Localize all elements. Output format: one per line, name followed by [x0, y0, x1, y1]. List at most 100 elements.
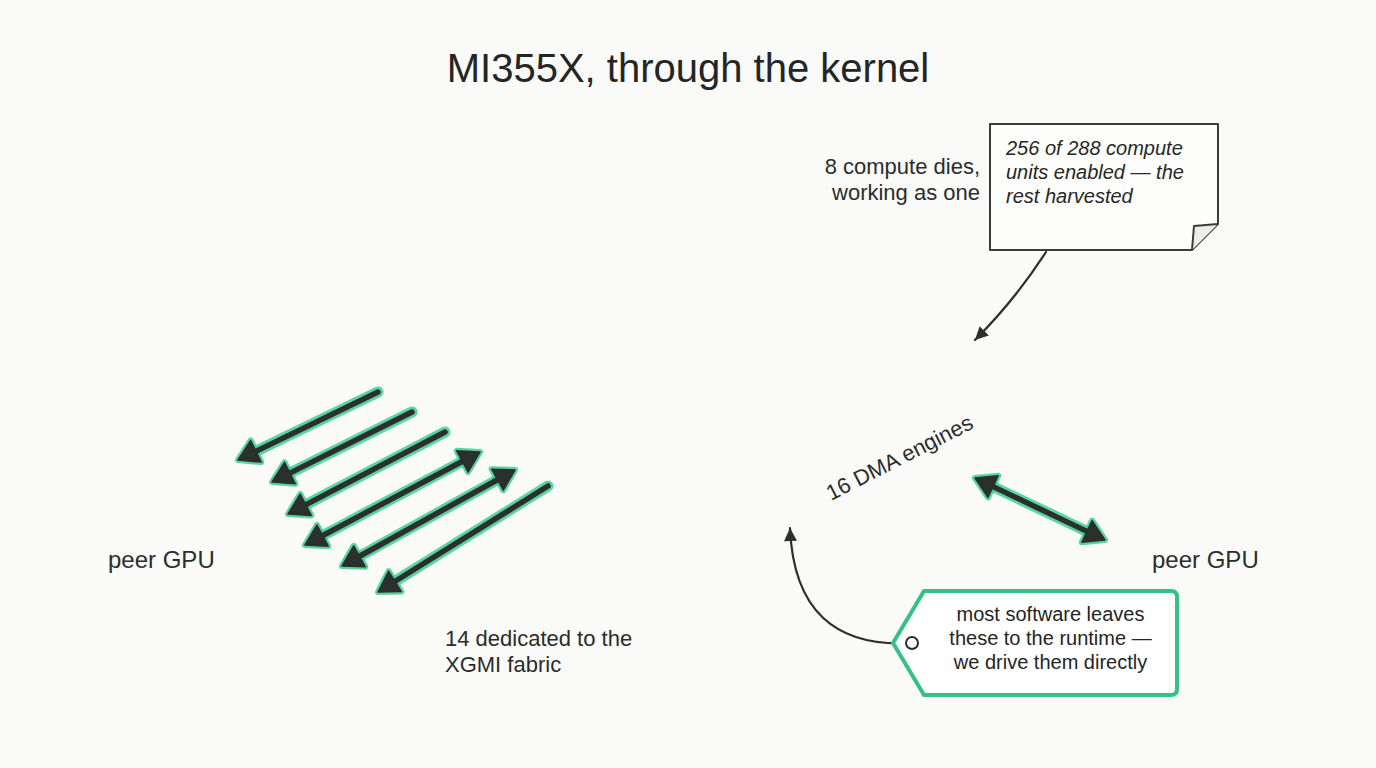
- dma-engine: [379, 327, 410, 345]
- arrow-shaft: [989, 485, 1090, 533]
- dma-engine-side: [596, 426, 627, 441]
- gear-symbol: [735, 491, 746, 498]
- dma-engine-side: [532, 392, 563, 407]
- link-arrow: [272, 412, 412, 484]
- dma-engine-side: [628, 443, 659, 458]
- dma-engine-row: [354, 315, 787, 549]
- dma-engine-side: [635, 471, 666, 486]
- annotation-label: 14 dedicated to the XGMI fabric: [445, 626, 660, 679]
- dma-engine: [610, 475, 641, 493]
- compute-die: [871, 328, 988, 397]
- dma-engine-side: [354, 347, 385, 362]
- dma-engine-side: [706, 534, 737, 549]
- arrow-glow: [302, 432, 445, 507]
- gear-symbol: [397, 361, 408, 368]
- dma-engine: [642, 492, 673, 510]
- node-label: peer GPU: [108, 546, 215, 575]
- dma-label: 16 DMA engines: [822, 410, 978, 507]
- gear-symbol: [390, 332, 401, 339]
- dma-engine-side: [482, 415, 513, 430]
- gear-symbol: [415, 321, 426, 328]
- dma-engine: [603, 446, 634, 464]
- dma-engine: [404, 315, 435, 333]
- dma-engine: [596, 417, 627, 435]
- dma-engine: [411, 344, 442, 362]
- dma-engine: [386, 356, 417, 374]
- label-box: 14 dedicated to the XGMI fabric: [445, 626, 660, 679]
- gear-symbol: [557, 446, 568, 453]
- dma-engine-side: [539, 420, 570, 435]
- bracket: [556, 566, 694, 618]
- gear-symbol: [717, 531, 728, 538]
- dma-engine: [436, 332, 467, 350]
- gear-symbol: [621, 480, 632, 487]
- gear-symbol: [365, 344, 376, 351]
- gear-symbol: [678, 486, 689, 493]
- gear-symbol: [767, 481, 778, 488]
- arrowhead: [378, 571, 401, 592]
- peer-gpu-outline: [24, 459, 386, 661]
- gear-symbol: [639, 440, 650, 447]
- arrowhead: [975, 326, 989, 340]
- arrowhead: [288, 494, 311, 515]
- dma-engine: [475, 378, 506, 396]
- compute-die: [506, 246, 623, 315]
- dma-engine: [660, 452, 691, 470]
- dma-engine: [532, 383, 563, 401]
- dma-engine-side: [692, 477, 723, 492]
- dma-engine-side: [475, 386, 506, 401]
- dma-engine-side: [571, 437, 602, 452]
- dma-engine-side: [674, 517, 705, 532]
- dma-engine: [578, 458, 609, 476]
- leader-arrow: [975, 252, 1046, 340]
- dma-engine-side: [667, 488, 698, 503]
- dma-engine: [546, 441, 577, 459]
- dma-engine-side: [443, 369, 474, 384]
- dma-engine: [539, 412, 570, 430]
- arrow-glow: [356, 478, 501, 558]
- arrow-shaft: [392, 486, 548, 584]
- dma-engine-side: [610, 483, 641, 498]
- arrow-glow: [392, 486, 548, 584]
- gear-symbol: [461, 395, 472, 402]
- gear-symbol: [479, 355, 490, 362]
- compute-die: [771, 383, 888, 452]
- link-arrow: [378, 486, 548, 592]
- gear-symbol: [550, 417, 561, 424]
- note-text: most software leaves these to the runtim…: [938, 602, 1163, 674]
- dma-engine: [667, 480, 698, 498]
- note-fold: [1192, 224, 1218, 250]
- arrowhead: [1082, 521, 1105, 543]
- arrow-glow: [319, 460, 466, 538]
- dma-engine: [507, 395, 538, 413]
- dma-engine: [443, 361, 474, 379]
- arrow-shaft: [319, 460, 466, 538]
- link-arrow: [975, 476, 1105, 542]
- dma-engine-side: [386, 364, 417, 379]
- link-arrow: [238, 392, 378, 462]
- gear-symbol: [575, 406, 586, 413]
- compute-die: [686, 338, 803, 407]
- title-box: MI355X, through the kernel: [0, 46, 1376, 91]
- arrow-shaft: [302, 432, 445, 507]
- arrowhead: [305, 525, 328, 546]
- die-side: [786, 310, 903, 365]
- gear-symbol: [703, 474, 714, 481]
- gear-symbol: [671, 457, 682, 464]
- tag-note: most software leaves these to the runtim…: [890, 588, 1180, 698]
- sticky-note: 256 of 288 compute units enabled — the r…: [988, 122, 1220, 252]
- gear-symbol: [422, 349, 433, 356]
- compute-die-group: [506, 193, 988, 466]
- gear-symbol: [543, 389, 554, 396]
- leader-line: [975, 252, 1046, 340]
- dma-engine: [731, 512, 762, 530]
- package-top: [331, 155, 1097, 565]
- dma-engine-side: [603, 454, 634, 469]
- package-side: [331, 181, 1097, 591]
- die-side: [696, 267, 813, 322]
- gear-symbol: [447, 338, 458, 345]
- leader-arrow: [784, 528, 912, 643]
- gear-symbol: [493, 412, 504, 419]
- dma-engine-side: [436, 341, 467, 356]
